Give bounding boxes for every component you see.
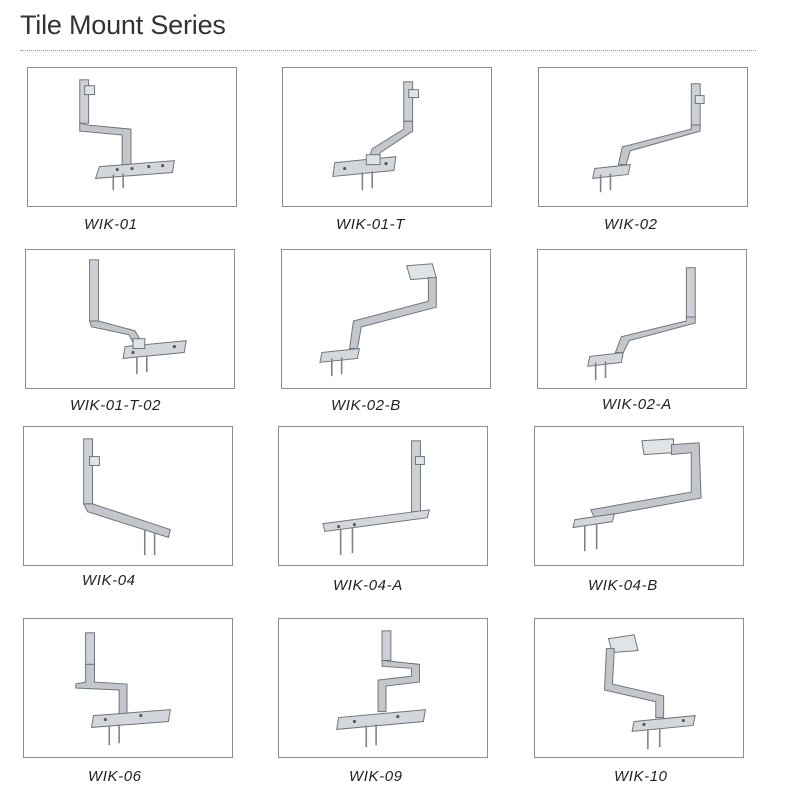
product-caption[interactable]: WIK-10 <box>614 768 668 785</box>
product-image-wik-04[interactable] <box>23 426 233 566</box>
product-image-wik-01[interactable] <box>27 67 237 207</box>
product-caption[interactable]: WIK-09 <box>349 768 403 785</box>
product-image-wik-02[interactable] <box>538 67 748 207</box>
product-caption[interactable]: WIK-02-A <box>602 396 672 413</box>
product-caption[interactable]: WIK-04 <box>82 572 136 589</box>
product-image-wik-09[interactable] <box>278 618 488 758</box>
product-caption[interactable]: WIK-02 <box>604 216 658 233</box>
page-title: Tile Mount Series <box>20 10 226 40</box>
product-caption[interactable]: WIK-01-T-02 <box>70 397 162 414</box>
product-caption[interactable]: WIK-06 <box>88 768 142 785</box>
product-image-wik-02-a[interactable] <box>537 249 747 389</box>
product-caption[interactable]: WIK-02-B <box>331 397 401 414</box>
product-image-wik-04-b[interactable] <box>534 426 744 566</box>
title-divider <box>20 50 756 51</box>
product-caption[interactable]: WIK-01 <box>84 216 138 233</box>
product-image-wik-02-b[interactable] <box>281 249 491 389</box>
product-caption[interactable]: WIK-04-B <box>588 577 658 594</box>
product-caption[interactable]: WIK-01-T <box>336 216 405 233</box>
product-image-wik-10[interactable] <box>534 618 744 758</box>
product-image-wik-06[interactable] <box>23 618 233 758</box>
product-caption[interactable]: WIK-04-A <box>333 577 403 594</box>
product-image-wik-01-t[interactable] <box>282 67 492 207</box>
product-image-wik-01-t-02[interactable] <box>25 249 235 389</box>
product-image-wik-04-a[interactable] <box>278 426 488 566</box>
